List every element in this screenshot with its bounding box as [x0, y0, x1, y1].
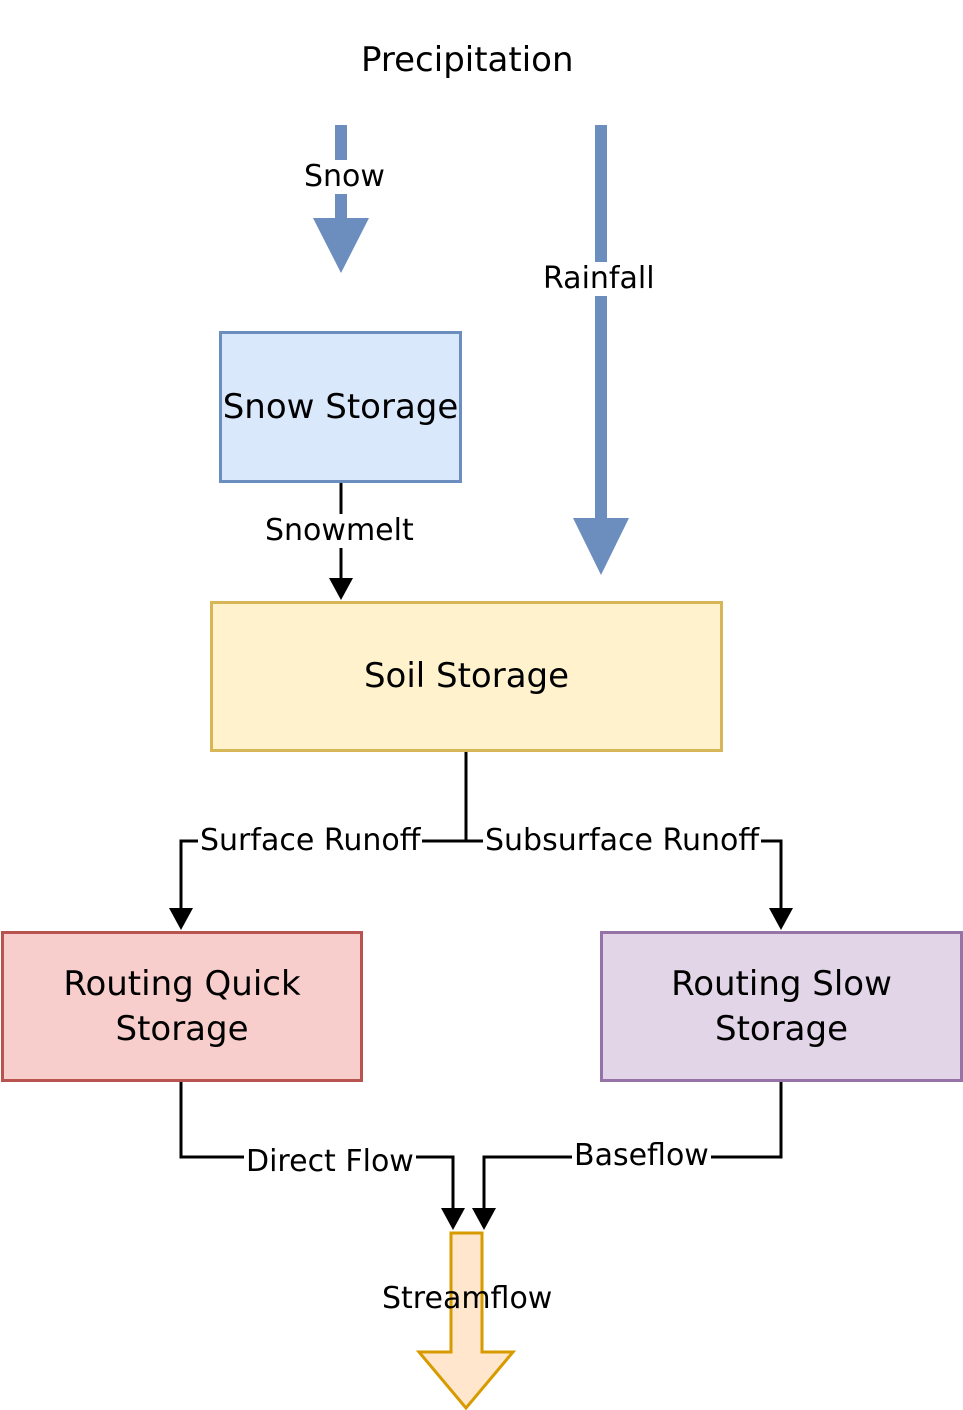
rainfall-arrow — [573, 125, 629, 575]
rainfall-label: Rainfall — [541, 261, 657, 296]
streamflow-arrow — [415, 1231, 517, 1410]
diagram-title: Precipitation — [361, 40, 574, 80]
baseflow-label: Baseflow — [572, 1138, 711, 1173]
routing-quick-storage-box: Routing Quick Storage — [1, 931, 363, 1082]
routing-quick-storage-label: Routing Quick Storage — [63, 963, 301, 1049]
snow-storage-box: Snow Storage — [219, 331, 462, 483]
streamflow-label: Streamflow — [382, 1281, 553, 1316]
soil-storage-box: Soil Storage — [210, 601, 723, 752]
snow-label: Snow — [302, 159, 387, 194]
soil-storage-label: Soil Storage — [363, 656, 570, 696]
direct-flow-label: Direct Flow — [244, 1144, 416, 1179]
routing-slow-storage-box: Routing Slow Storage — [600, 931, 963, 1082]
routing-slow-storage-label: Routing Slow Storage — [671, 963, 892, 1049]
surface-runoff-label: Surface Runoff — [198, 823, 423, 858]
snow-storage-label: Snow Storage — [222, 386, 459, 427]
snow-arrow — [313, 125, 369, 273]
snowmelt-label: Snowmelt — [263, 513, 416, 548]
subsurface-runoff-label: Subsurface Runoff — [483, 823, 762, 858]
